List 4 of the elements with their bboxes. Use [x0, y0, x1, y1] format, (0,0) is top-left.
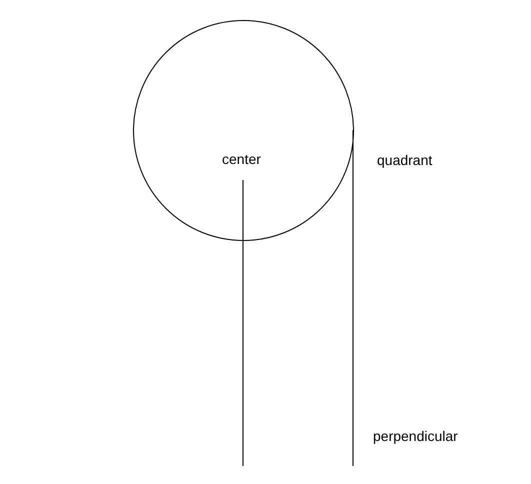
point-label: perpendicular — [373, 429, 458, 443]
point-label: center — [222, 152, 261, 166]
point-label: quadrant — [377, 153, 432, 167]
circle-outline — [133, 20, 354, 241]
